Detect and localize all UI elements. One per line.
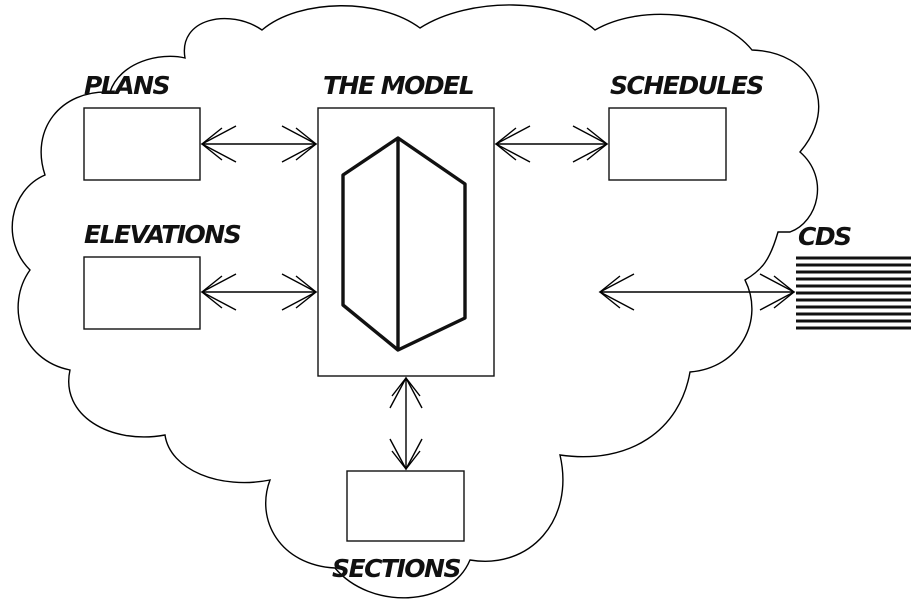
plans-box xyxy=(83,107,201,181)
plans-label: PLANS xyxy=(84,71,170,100)
sections-label: SECTIONS xyxy=(332,554,460,583)
arrow-model-sections xyxy=(389,376,423,471)
cds-label: CDS xyxy=(798,222,851,251)
arrow-elevations-model xyxy=(200,273,318,311)
arrow-plans-model xyxy=(200,125,318,163)
arrow-model-schedules xyxy=(494,125,609,163)
model-label: THE MODEL xyxy=(323,71,474,100)
model-shape xyxy=(341,136,467,352)
cds-sheet-stack xyxy=(796,256,911,330)
elevations-label: ELEVATIONS xyxy=(84,220,241,249)
cloud-outline xyxy=(11,4,820,599)
sections-box xyxy=(346,470,465,542)
schedules-box xyxy=(608,107,727,181)
arrow-model-cds xyxy=(598,273,796,311)
schedules-label: SCHEDULES xyxy=(610,71,763,100)
elevations-box xyxy=(83,256,201,330)
